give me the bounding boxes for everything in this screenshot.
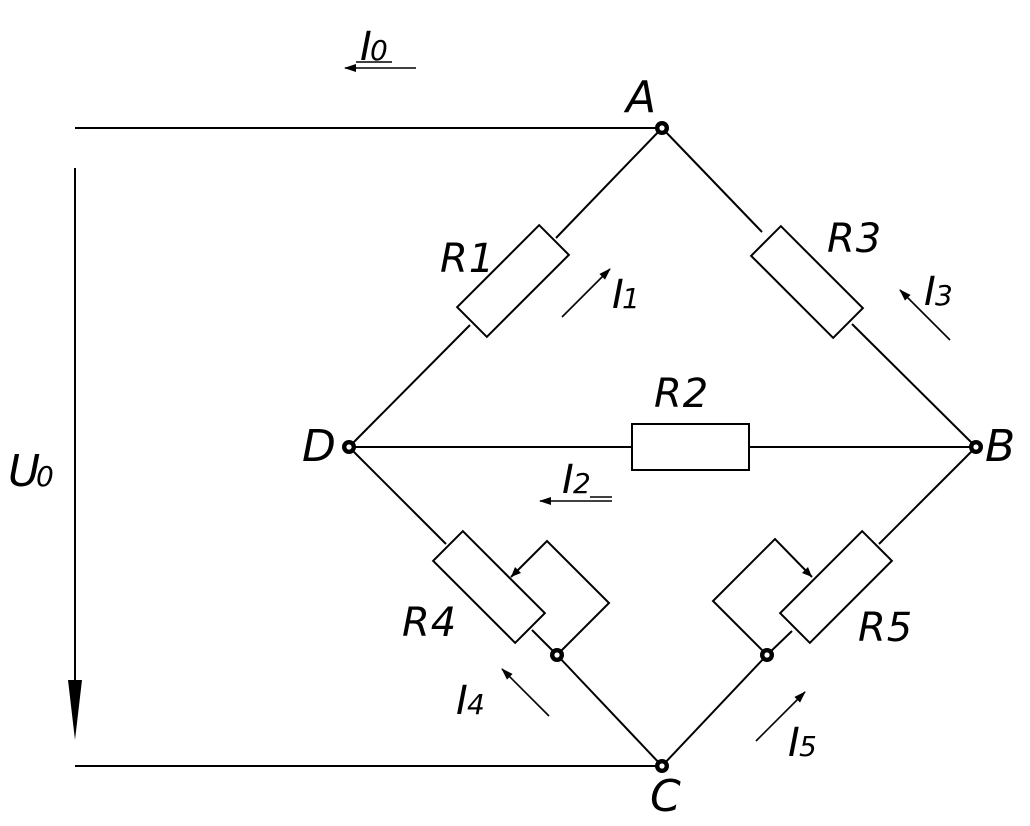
resistor-r5 — [778, 529, 894, 645]
current-i0-label: I 0 — [360, 24, 389, 70]
svg-text:3: 3 — [935, 279, 954, 312]
voltage-arrowhead — [68, 680, 82, 740]
current-i4-arrow — [501, 668, 550, 717]
current-i5-arrow — [755, 691, 806, 742]
voltage-u0-label: U 0 — [8, 446, 55, 497]
resistor-r2 — [631, 423, 750, 471]
r5-wiper-arrowhead — [802, 567, 812, 577]
wire-r3-to-b — [851, 323, 977, 448]
node-d-label: D — [302, 421, 337, 472]
svg-text:0: 0 — [370, 34, 389, 67]
wire-d-to-r4 — [348, 446, 447, 545]
node-r5-wiper-dot — [760, 648, 774, 662]
wire-b-to-r5 — [878, 446, 977, 545]
node-a-dot — [655, 121, 669, 135]
resistor-r4 — [431, 529, 547, 645]
resistor-r2-label: R2 — [654, 371, 709, 417]
node-b-label: B — [985, 421, 1016, 472]
resistor-r1 — [455, 223, 571, 339]
svg-text:0: 0 — [36, 460, 55, 493]
svg-text:1: 1 — [622, 282, 641, 315]
svg-text:I: I — [612, 272, 625, 318]
resistor-r4-label: R4 — [402, 600, 457, 646]
node-a-label: A — [623, 72, 657, 123]
r5-wiper-loop — [711, 537, 813, 656]
svg-text:I: I — [456, 678, 469, 724]
resistor-r5-label: R5 — [858, 605, 913, 651]
svg-text:U: U — [8, 446, 41, 497]
svg-text:I: I — [360, 24, 373, 70]
current-i1-arrow — [561, 268, 611, 318]
resistor-r1-label: R1 — [440, 236, 495, 282]
node-r4-wiper-dot — [550, 648, 564, 662]
node-c-dot — [655, 759, 669, 773]
svg-text:2: 2 — [573, 467, 592, 500]
current-i1-label: I 1 — [612, 272, 641, 318]
svg-text:5: 5 — [799, 730, 818, 763]
wire-a-to-r1 — [555, 127, 663, 239]
svg-text:I: I — [562, 457, 575, 503]
resistor-r3-label: R3 — [827, 216, 882, 262]
current-i2-label: I 2 — [562, 457, 592, 503]
current-i5-label: I 5 — [788, 720, 818, 766]
svg-text:I: I — [924, 269, 937, 315]
wire-node5-to-c — [661, 654, 768, 767]
resistor-r3 — [749, 224, 865, 340]
current-i3-arrow — [899, 289, 951, 341]
node-c-label: C — [650, 771, 682, 822]
wire-node4-to-c — [556, 654, 663, 767]
current-i4-label: I 4 — [456, 678, 486, 724]
wire-r1-to-d — [348, 324, 471, 448]
svg-text:4: 4 — [467, 688, 486, 721]
svg-text:I: I — [788, 720, 801, 766]
node-b-dot — [969, 440, 983, 454]
r4-wiper-loop — [510, 539, 611, 656]
current-i3-label: I 3 — [924, 269, 954, 315]
wire-a-to-r3 — [661, 127, 763, 233]
r4-wiper-arrowhead — [511, 567, 521, 577]
node-d-dot — [342, 440, 356, 454]
